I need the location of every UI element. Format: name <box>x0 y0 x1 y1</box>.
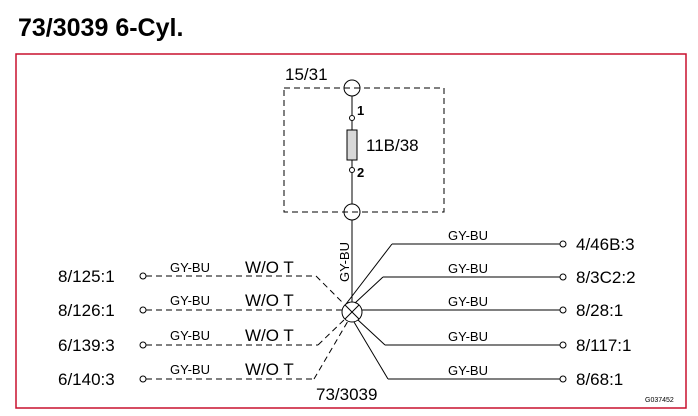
right-connector-label: 8/28:1 <box>576 301 623 320</box>
left-connector-terminal <box>139 375 147 383</box>
left-connector-label: 8/126:1 <box>58 301 115 320</box>
left-connector-terminal <box>139 341 147 349</box>
left-connector-terminal <box>139 272 147 280</box>
pin-2-circle <box>349 167 355 173</box>
left-connector-terminal <box>139 306 147 314</box>
right-connector-terminal <box>559 273 567 281</box>
left-wire-diagonal <box>313 320 349 380</box>
splice-label: 73/3039 <box>316 385 377 404</box>
right-connector-terminal <box>559 341 567 349</box>
left-wire-color-label: GY-BU <box>170 260 210 275</box>
left-connector-label: 6/140:3 <box>58 370 115 389</box>
left-connector-label: 6/139:3 <box>58 336 115 355</box>
left-wire-diagonal <box>315 275 345 305</box>
left-connector-label: 8/125:1 <box>58 267 115 286</box>
left-connection-2: 8/126:1 GY-BU W/O T <box>58 291 342 320</box>
right-connector-label: 8/117:1 <box>576 336 631 355</box>
right-connector-label: 4/46B:3 <box>576 235 635 254</box>
splice-cross <box>344 304 360 320</box>
left-wire-condition-label: W/O T <box>245 258 294 277</box>
right-connector-label: 8/3C2:2 <box>576 268 636 287</box>
right-wire-diagonal <box>345 243 393 305</box>
left-connection-1: 8/125:1 GY-BU W/O T <box>58 258 345 305</box>
pin-1-label: 1 <box>357 103 364 118</box>
right-wire-color-label: GY-BU <box>448 363 488 378</box>
component-label: 11B/38 <box>366 136 419 155</box>
right-wire-color-label: GY-BU <box>448 294 488 309</box>
left-wire-color-label: GY-BU <box>170 328 210 343</box>
right-wire-diagonal <box>353 321 389 380</box>
right-wire-diagonal <box>357 319 386 346</box>
left-wire-condition-label: W/O T <box>245 360 294 379</box>
left-wire-condition-label: W/O T <box>245 326 294 345</box>
right-connector-terminal <box>559 240 567 248</box>
right-connector-label: 8/68:1 <box>576 370 623 389</box>
left-connection-4: 6/140:3 GY-BU W/O T <box>58 320 349 389</box>
left-wire-color-label: GY-BU <box>170 293 210 308</box>
page-title: 73/3039 6-Cyl. <box>18 14 183 42</box>
vertical-wire-color-label: GY-BU <box>337 242 352 282</box>
right-connector-terminal <box>559 306 567 314</box>
ground-point-label: 15/31 <box>285 65 328 84</box>
splice-circle <box>341 301 363 323</box>
left-connection-3: 6/139:3 GY-BU W/O T <box>58 318 346 355</box>
left-wire-diagonal <box>317 318 346 346</box>
left-wire-color-label: GY-BU <box>170 362 210 377</box>
right-wire-color-label: GY-BU <box>448 228 488 243</box>
right-connection-5: GY-BU 8/68:1 <box>353 321 623 389</box>
right-connection-2: GY-BU 8/3C2:2 <box>354 261 636 304</box>
right-wire-diagonal <box>354 276 384 304</box>
right-connector-terminal <box>559 375 567 383</box>
right-connection-3: GY-BU 8/28:1 <box>362 294 623 320</box>
component-11b38-body <box>346 129 358 161</box>
component-boundary-box <box>283 87 445 213</box>
left-wire-condition-label: W/O T <box>245 291 294 310</box>
figure-id: G037452 <box>645 397 674 404</box>
right-connection-4: GY-BU 8/117:1 <box>357 319 631 355</box>
right-connection-1: GY-BU 4/46B:3 <box>345 228 635 305</box>
pin-1-circle <box>349 115 355 121</box>
pin-2-label: 2 <box>357 165 364 180</box>
right-wire-color-label: GY-BU <box>448 261 488 276</box>
diagram-frame <box>15 53 687 409</box>
right-wire-color-label: GY-BU <box>448 329 488 344</box>
